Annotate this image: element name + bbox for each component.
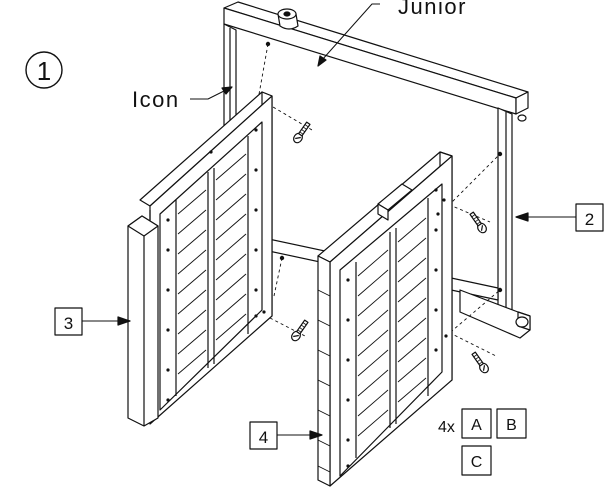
step-number: 1 <box>37 56 51 86</box>
screw-top-right <box>469 211 487 234</box>
callout-part-4: 4 <box>249 421 323 450</box>
hardware-code-a: A <box>471 417 482 434</box>
hardware-codes: 4x A B C <box>438 408 527 476</box>
hardware-code-c: C <box>471 454 483 471</box>
callout-icon: Icon <box>132 86 233 112</box>
callout-part-4-label: 4 <box>259 428 268 447</box>
callout-part-2: 2 <box>515 203 604 232</box>
hardware-code-b: B <box>506 417 517 434</box>
callout-part-3-label: 3 <box>64 314 73 333</box>
callout-part-3: 3 <box>54 307 131 336</box>
step-badge: 1 <box>25 51 63 89</box>
callout-junior: Junior <box>317 0 467 67</box>
left-panel <box>127 91 273 427</box>
screw-bottom-left <box>291 319 309 342</box>
callout-junior-label: Junior <box>398 0 467 19</box>
screw-bottom-right <box>471 351 489 374</box>
callout-icon-label: Icon <box>132 87 180 112</box>
screw-top-left <box>293 121 311 144</box>
hardware-quantity: 4x <box>438 419 455 436</box>
screws <box>291 121 489 374</box>
right-panel <box>317 151 453 487</box>
callout-part-2-label: 2 <box>585 210 594 229</box>
